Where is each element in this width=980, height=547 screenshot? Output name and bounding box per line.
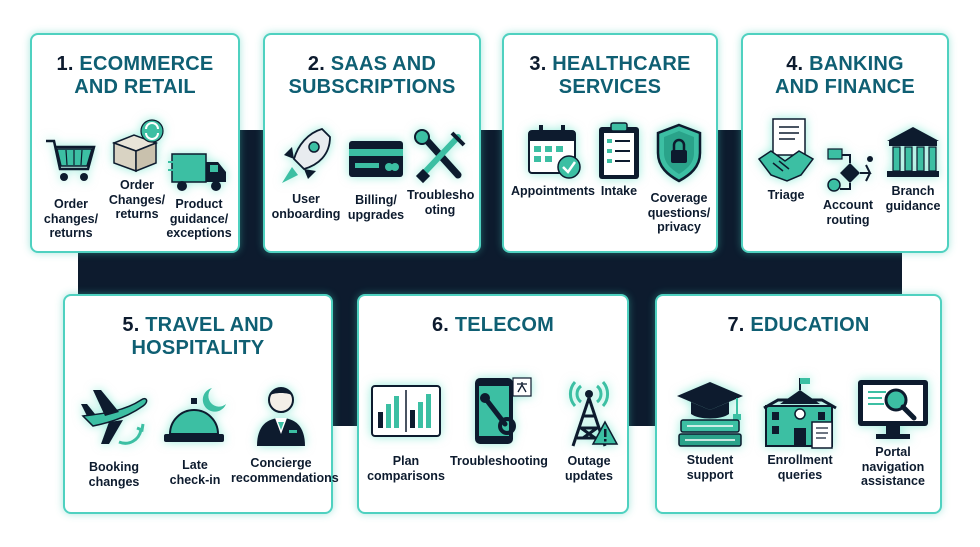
item-label: Intake [600, 184, 638, 198]
item-label: User onboarding [271, 192, 341, 221]
handshake-document-icon [757, 118, 815, 182]
item-user-onboarding: User onboarding [271, 125, 341, 221]
card-title: 6. TELECOM [431, 314, 555, 336]
item-enrollment-queries: Enrollment queries [761, 376, 839, 482]
card-title: 3. HEALTHCARE SERVICES [529, 53, 691, 98]
item-label: Billing/ upgrades [347, 193, 405, 222]
item-student-support: Student support [671, 378, 749, 482]
item-intake: Intake [594, 121, 644, 199]
item-label: Order Changes/ returns [108, 178, 166, 221]
item-product-guidance: Product guidance/ exceptions [164, 150, 234, 241]
item-billing-upgrades: Billing/ upgrades [343, 139, 409, 222]
item-label: Appointments [510, 184, 596, 198]
box-refresh-icon [111, 119, 164, 173]
item-plan-comparisons: Plan comparisons [365, 382, 447, 483]
item-label: Order changes/ returns [43, 197, 99, 240]
concierge-icon [257, 387, 305, 446]
graduation-books-icon [677, 382, 743, 447]
item-portal-navigation: Portal navigation assistance [851, 378, 935, 489]
item-booking-changes: Booking changes [73, 386, 155, 489]
card-title: 2. SAAS AND SUBSCRIPTIONS [288, 53, 456, 98]
item-label: Product guidance/ exceptions [166, 197, 232, 240]
calendar-check-icon [528, 125, 581, 179]
item-label: Branch guidance [885, 184, 941, 213]
card-title: 1. ECOMMERCE AND RETAIL [56, 53, 214, 98]
monitor-search-icon [858, 380, 928, 439]
item-concierge: Concierge recommendations [231, 382, 339, 485]
school-building-icon [763, 378, 837, 449]
card-saas-subscriptions: 2. SAAS AND SUBSCRIPTIONS User onboardin… [263, 33, 481, 253]
card-travel-hospitality: 5. TRAVEL AND HOSPITALITY Booking change… [63, 294, 339, 514]
bar-chart-board-icon [371, 385, 441, 437]
item-label: Outage updates [565, 454, 613, 483]
rocket-icon [282, 127, 331, 183]
item-appointments: Appointments [508, 123, 598, 199]
item-label: Troublesho oting [407, 188, 475, 217]
airplane-icon [81, 390, 148, 445]
credit-card-icon [349, 141, 403, 177]
item-troubleshooting-telecom: Troubleshooting [445, 376, 553, 469]
wrench-screwdriver-icon [414, 129, 466, 184]
item-order-changes-returns-2: Order Changes/ returns [104, 117, 170, 222]
card-banking-finance: 4. BANKING AND FINANCE Triage Account ro… [741, 33, 949, 253]
item-label: Account routing [823, 198, 873, 227]
item-account-routing: Account routing [815, 145, 881, 227]
item-label: Portal navigation assistance [861, 445, 925, 488]
item-triage: Triage [753, 118, 819, 203]
cell-tower-warning-icon [568, 381, 619, 447]
service-bell-moon-icon [164, 388, 226, 442]
item-outage-updates: Outage updates [551, 376, 627, 483]
card-healthcare-services: 3. HEALTHCARE SERVICES Appointments Inta… [502, 33, 718, 253]
shield-lock-icon [656, 123, 702, 183]
card-education: 7. EDUCATION Student support Enrollm [655, 294, 942, 514]
shopping-cart-icon [46, 139, 96, 181]
item-label: Coverage questions/ privacy [647, 191, 711, 234]
card-ecommerce-retail: 1. ECOMMERCE AND RETAIL Order changes/ r… [30, 33, 240, 253]
item-coverage-privacy: Coverage questions/ privacy [642, 123, 716, 235]
phone-wrench-icon [475, 377, 532, 444]
delivery-truck-icon [168, 153, 226, 191]
card-telecom: 6. TELECOM Plan comparisons Troubleshoot… [357, 294, 629, 514]
card-title: 7. EDUCATION [727, 314, 870, 336]
item-label: Late check-in [169, 458, 221, 487]
card-title: 5. TRAVEL AND HOSPITALITY [122, 314, 274, 359]
item-label: Triage [767, 188, 805, 202]
item-label: Plan comparisons [367, 454, 445, 483]
item-order-changes-returns: Order changes/ returns [38, 135, 104, 241]
item-troubleshooting: Troublesho oting [407, 129, 475, 217]
routing-flow-icon [827, 148, 873, 192]
clipboard-icon [599, 122, 639, 179]
item-late-check-in: Late check-in [157, 384, 233, 487]
bank-building-icon [887, 127, 939, 177]
item-label: Booking changes [88, 460, 140, 489]
item-label: Student support [686, 453, 734, 482]
item-label: Concierge recommendations [231, 456, 339, 485]
item-branch-guidance: Branch guidance [881, 125, 945, 213]
item-label: Enrollment queries [767, 453, 833, 482]
card-title: 4. BANKING AND FINANCE [775, 53, 915, 98]
item-label: Troubleshooting [450, 454, 548, 468]
